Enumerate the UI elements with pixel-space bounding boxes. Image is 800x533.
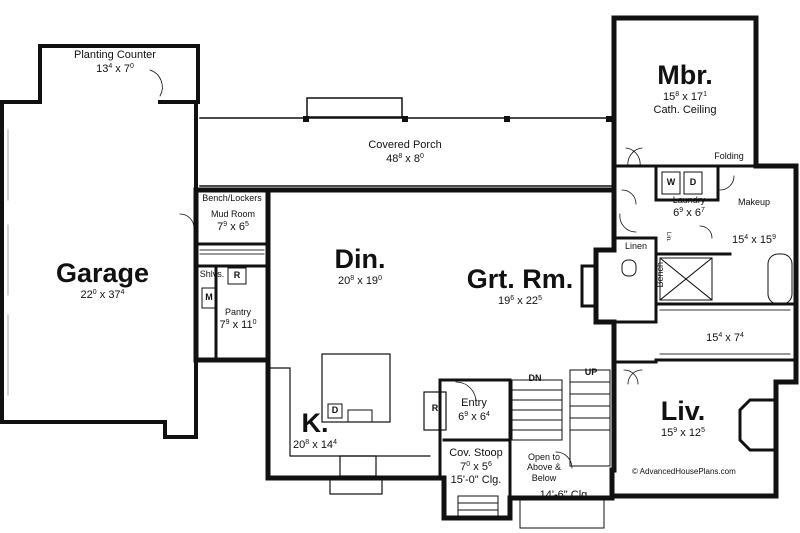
room-entry: Entry 69 x 64 [458,397,490,423]
room-pantry: Pantry 79 x 110 [219,307,257,331]
label-folding: Folding [714,151,744,161]
room-shelves: Shlvs. [199,269,225,279]
room-laundry: Laundry 69 x 67 [672,195,706,219]
room-planting-counter: Planting Counter 134 x 70 [74,49,156,75]
dryer-label: D [689,177,697,187]
room-makeup: Makeup [737,197,771,207]
room-covered-stoop: Cov. Stoop 70 x 56 15'-0" Clg. [449,447,503,486]
room-master-bedroom: Mbr. 158 x 171 Cath. Ceiling [653,60,717,116]
microwave-label: M [205,292,213,302]
room-great-room: Grt. Rm. 196 x 225 [466,264,574,307]
linen-closet-label: Lin. [665,232,671,242]
door-swings [149,69,735,469]
label-open-to-above: Open to Above & Below [526,452,562,483]
stair-down-label: DN [528,373,542,383]
dishwasher-label: D [331,405,339,415]
pantry-fridge-label: R [233,270,241,280]
copyright-notice: © AdvancedHousePlans.com [632,467,736,476]
room-covered-porch: Covered Porch 488 x 80 [368,139,442,165]
label-bench: Bench [655,262,665,288]
room-bench-lockers: Bench/Lockers [202,193,262,203]
porch-columns [303,116,612,122]
appliance-boxes [201,171,703,423]
stoop-steps [457,495,605,529]
stair-up-label: UP [584,367,598,377]
label-ceiling-14: 14'-6" Clg. [539,489,591,501]
room-makeup-dims: 154 x 159 [732,234,776,246]
interior-walls [194,164,798,500]
refrigerator-label: R [431,403,439,413]
room-dining: Din. 208 x 190 [334,244,386,287]
room-linen: Linen [624,241,648,251]
bath-fixtures [621,253,793,305]
closet-shelving [199,249,791,355]
washer-label: W [666,177,676,187]
garage-walls [0,44,200,439]
room-living: Liv. 159 x 125 [660,396,706,439]
room-kitchen: K. 208 x 144 [293,408,337,451]
stairs [511,369,611,467]
room-closet: 154 x 74 [706,332,744,344]
main-walls [193,15,799,521]
fireplaces [580,264,778,452]
room-garage: Garage 220 x 374 [55,258,150,301]
room-mud-room: Mud Room 79 x 65 [210,209,255,233]
